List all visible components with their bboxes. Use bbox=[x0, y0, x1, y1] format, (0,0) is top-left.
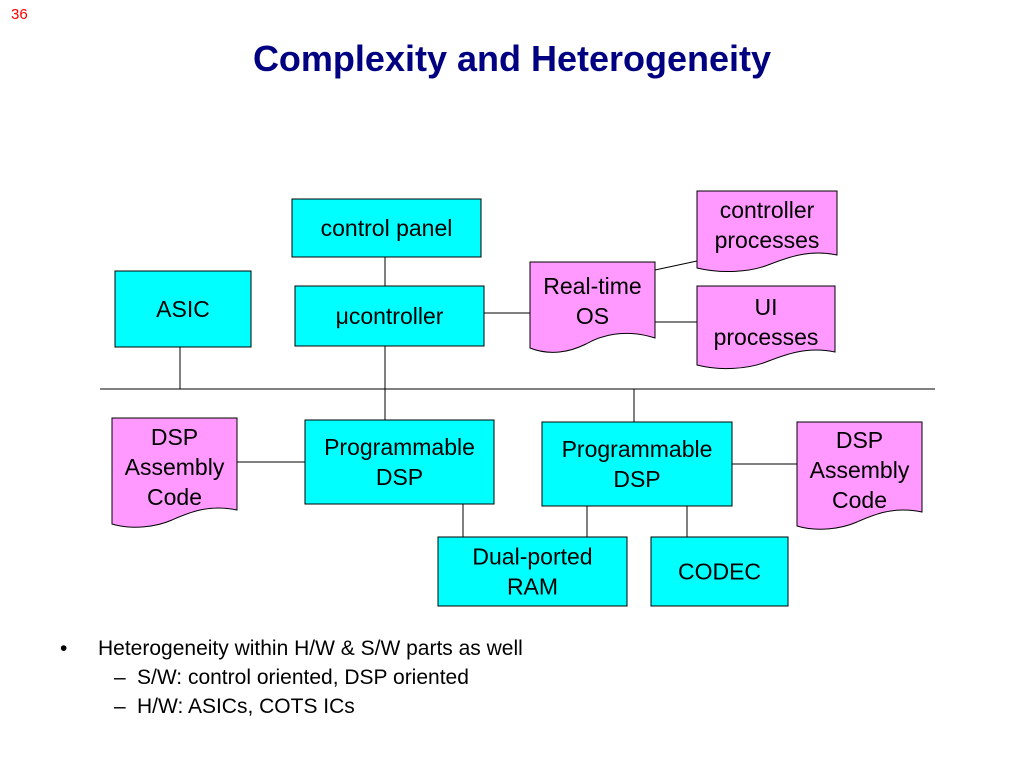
label-line: Assembly bbox=[125, 454, 225, 480]
label-line: OS bbox=[576, 303, 609, 329]
sub-bullet-marker: – bbox=[114, 666, 126, 689]
label-line: Code bbox=[147, 484, 202, 510]
label-line: Dual-ported bbox=[472, 544, 592, 570]
dual-ported-ram-box bbox=[437, 536, 628, 607]
rtos-controller-processes-link bbox=[654, 260, 698, 271]
dsp-code-left-doc-shape bbox=[111, 417, 238, 528]
label-line: DSP bbox=[376, 464, 423, 490]
bullet-item: • Heterogeneity within H/W & S/W parts a… bbox=[60, 634, 523, 663]
control-panel-label: control panel bbox=[321, 215, 453, 241]
bullet-list: • Heterogeneity within H/W & S/W parts a… bbox=[60, 634, 523, 721]
label-line: processes bbox=[714, 324, 819, 350]
label-line: processes bbox=[715, 227, 820, 253]
codec-box bbox=[650, 536, 789, 607]
ucontroller-box bbox=[294, 285, 485, 347]
label-line: Assembly bbox=[810, 457, 910, 483]
ui-processes-doc-shape bbox=[696, 285, 836, 370]
connectors bbox=[100, 257, 935, 537]
sub-bullet-text: H/W: ASICs, COTS ICs bbox=[137, 695, 355, 718]
sub-bullet-item: – S/W: control oriented, DSP oriented bbox=[60, 663, 523, 692]
label-line: CODEC bbox=[678, 559, 761, 585]
programmable-dsp-right-box bbox=[541, 421, 733, 507]
label-line: Programmable bbox=[324, 434, 475, 460]
label-line: controller bbox=[720, 197, 815, 223]
label-line: UI bbox=[755, 294, 778, 320]
bullet-marker: • bbox=[60, 637, 68, 660]
controller-processes-doc-shape bbox=[696, 190, 838, 273]
label-line: RAM bbox=[507, 574, 558, 600]
bullet-text: Heterogeneity within H/W & S/W parts as … bbox=[98, 637, 523, 660]
label-line: control panel bbox=[321, 215, 453, 241]
ucontroller-label: μcontroller bbox=[336, 303, 444, 329]
asic-label: ASIC bbox=[156, 296, 210, 322]
label-line: Programmable bbox=[562, 436, 713, 462]
sub-bullet-item: – H/W: ASICs, COTS ICs bbox=[60, 692, 523, 721]
label-line: μcontroller bbox=[336, 303, 444, 329]
label-line: DSP bbox=[613, 466, 660, 492]
hardware-blocks: control panel ASIC μcontroller Programma… bbox=[114, 198, 789, 607]
dsp-code-right-doc-shape bbox=[796, 421, 923, 530]
label-line: Real-time bbox=[543, 273, 641, 299]
label-line: ASIC bbox=[156, 296, 210, 322]
asic-box bbox=[114, 270, 252, 348]
slide-number: 36 bbox=[11, 6, 28, 23]
ui-processes-doc-label: UI processes bbox=[714, 294, 819, 350]
sub-bullet-marker: – bbox=[114, 695, 126, 718]
label-line: DSP bbox=[151, 424, 198, 450]
rtos-doc-shape bbox=[529, 261, 656, 353]
codec-label: CODEC bbox=[678, 559, 761, 585]
programmable-dsp-left-box bbox=[304, 419, 495, 505]
control-panel-box bbox=[291, 198, 482, 258]
controller-processes-doc-label: controller processes bbox=[715, 197, 820, 253]
label-line: DSP bbox=[836, 427, 883, 453]
slide-title: Complexity and Heterogeneity bbox=[252, 38, 772, 79]
sub-bullet-text: S/W: control oriented, DSP oriented bbox=[137, 666, 469, 689]
label-line: Code bbox=[832, 487, 887, 513]
